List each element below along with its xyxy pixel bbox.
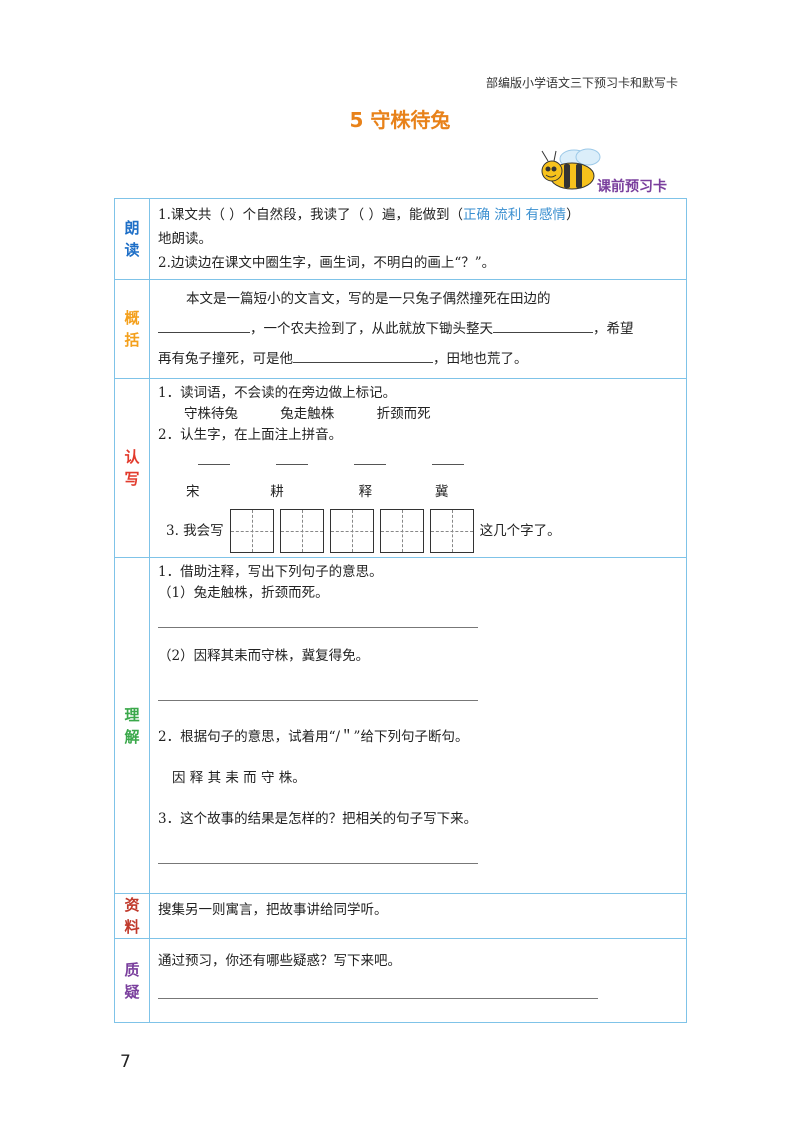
- questions-section: 通过预习，你还有哪些疑惑？写下来吧。: [149, 938, 687, 1023]
- answer-line[interactable]: [158, 626, 478, 628]
- label-questions: 质 疑: [114, 938, 150, 1023]
- char-item: 宋: [186, 484, 200, 500]
- label-understanding: 理 解: [114, 557, 150, 894]
- word-item: 守株待兔: [184, 406, 238, 422]
- answer-line[interactable]: [158, 699, 478, 701]
- pinyin-blank[interactable]: [198, 464, 230, 465]
- writing-grid[interactable]: [379, 509, 424, 553]
- bee-icon: [541, 148, 601, 190]
- answer-blank[interactable]: [158, 332, 250, 333]
- writing-grid[interactable]: [279, 509, 324, 553]
- char-item: 耕: [270, 484, 284, 500]
- page-number: 7: [120, 1052, 131, 1072]
- writing-grid[interactable]: [329, 509, 374, 553]
- resources-section: 搜集另一则寓言，把故事讲给同学听。: [149, 893, 687, 939]
- writing-grid[interactable]: [429, 509, 474, 553]
- pinyin-blanks: [158, 454, 678, 474]
- label-resources: 资 料: [114, 893, 150, 939]
- label-reading: 朗 读: [114, 198, 150, 280]
- summary-section: 本文是一篇短小的文言文，写的是一只兔子偶然撞死在田边的 ，一个农夫捡到了，从此就…: [149, 279, 687, 379]
- writing-grid[interactable]: [229, 509, 274, 553]
- pinyin-blank[interactable]: [432, 464, 464, 465]
- answer-line[interactable]: [158, 997, 598, 999]
- answer-line[interactable]: [158, 862, 478, 864]
- pinyin-blank[interactable]: [354, 464, 386, 465]
- understanding-section: 1．借助注释，写出下列句子的意思。 （1）兔走触株，折颈而死。 （2）因释其耒而…: [149, 557, 687, 894]
- lesson-title: 5 守株待兔: [349, 108, 451, 132]
- char-item: 冀: [434, 484, 449, 500]
- reading-options: 正确 流利 有感情: [462, 207, 567, 223]
- word-item: 兔走触株: [280, 406, 335, 422]
- answer-blank[interactable]: [293, 362, 433, 363]
- writing-section: 1．读词语，不会读的在旁边做上标记。 守株待兔 兔走触株 折颈而死 2．认生字，…: [149, 378, 687, 558]
- char-item: 释: [358, 484, 373, 500]
- label-summary: 概 括: [114, 279, 150, 379]
- word-item: 折颈而死: [376, 406, 431, 422]
- segment-sentence: 因 释 其 耒 而 守 株。: [172, 770, 306, 786]
- reading-section: 1.课文共（ ）个自然段，我读了（ ）遍，能做到（正确 流利 有感情） 地朗读。…: [149, 198, 687, 280]
- label-writing: 认 写: [114, 378, 150, 558]
- pinyin-blank[interactable]: [276, 464, 308, 465]
- preview-card-table: 朗 读 1.课文共（ ）个自然段，我读了（ ）遍，能做到（正确 流利 有感情） …: [114, 198, 687, 1023]
- answer-blank[interactable]: [493, 332, 593, 333]
- preview-card-badge: 课前预习卡: [597, 179, 667, 195]
- page-header: 部编版小学语文三下预习卡和默写卡: [485, 76, 678, 90]
